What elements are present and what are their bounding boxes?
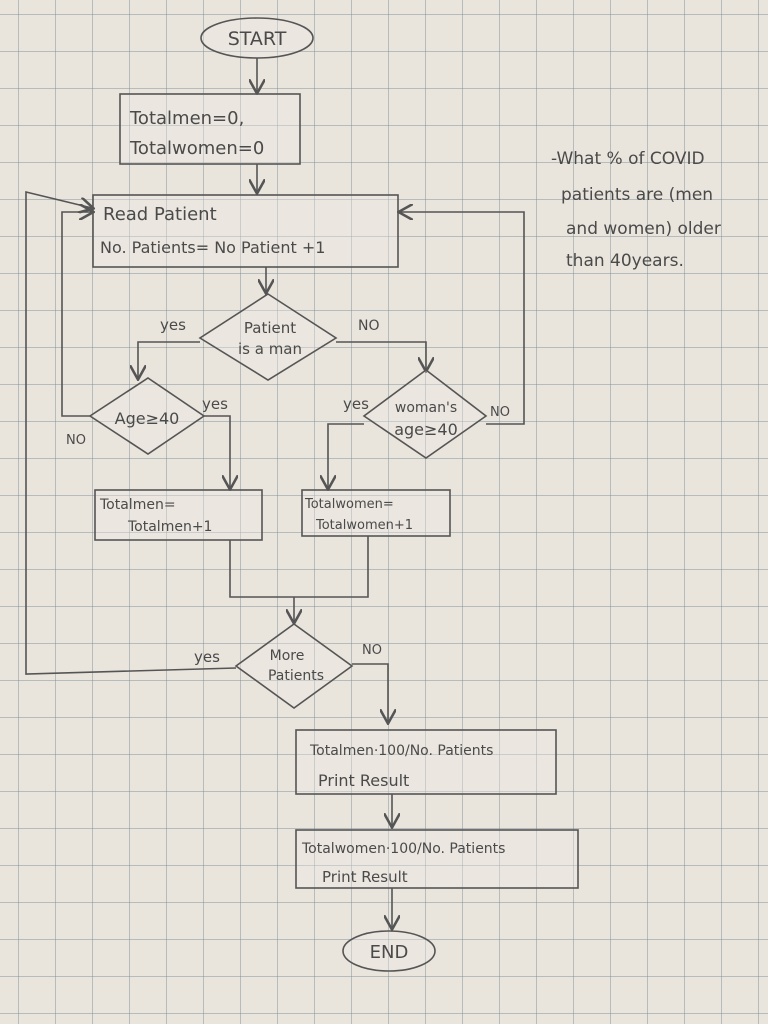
init-line2: Totalwomen=0 xyxy=(129,138,264,159)
connector-more-yes-loop xyxy=(25,190,237,675)
age-women-line2: age≥40 xyxy=(394,420,458,439)
label-yes-more: yes xyxy=(194,648,220,666)
more-line2: Patients xyxy=(268,668,324,684)
read-line2: No. Patients= No Patient +1 xyxy=(100,238,325,257)
init-process-box xyxy=(119,93,301,165)
label-no-age-men: NO xyxy=(66,433,86,448)
label-no-more: NO xyxy=(362,643,382,658)
label-no-age-women: NO xyxy=(490,405,510,420)
result-women-line2: Print Result xyxy=(322,868,408,886)
result-women-box xyxy=(295,829,579,889)
connector-age-women-yes xyxy=(328,423,364,488)
result-men-line1: Totalmen·100/No. Patients xyxy=(309,743,493,759)
decision-man-line2: is a man xyxy=(238,340,302,358)
inc-women-line1: Totalwomen= xyxy=(304,497,394,512)
inc-women-line2: Totalwomen+1 xyxy=(315,518,413,533)
result-men-box xyxy=(295,729,557,795)
note-line1: -What % of COVID xyxy=(551,149,705,169)
inc-women-box xyxy=(301,489,451,537)
decision-is-man xyxy=(198,293,338,381)
label-yes-age-men: yes xyxy=(202,395,228,413)
connector-man-no xyxy=(336,341,426,370)
note-line3: and women) older xyxy=(566,219,721,239)
read-line1: Read Patient xyxy=(103,204,217,225)
age-men-label: Age≥40 xyxy=(115,409,180,428)
note-line4: than 40years. xyxy=(566,251,684,271)
label-yes-age-women: yes xyxy=(343,395,369,413)
inc-men-box xyxy=(94,489,263,541)
decision-more-patients xyxy=(234,623,354,709)
inc-men-line1: Totalmen= xyxy=(99,497,176,513)
end-label: END xyxy=(370,942,409,963)
connector-men-merge xyxy=(229,540,294,598)
connector-age-women-no-loop xyxy=(400,212,525,425)
connector-women-merge xyxy=(294,536,369,598)
note-line2: patients are (men xyxy=(561,185,713,205)
decision-age-women xyxy=(362,368,488,459)
decision-man-line1: Patient xyxy=(244,319,296,337)
label-no-man: NO xyxy=(358,318,380,334)
result-men-line2: Print Result xyxy=(318,771,409,790)
end-terminal xyxy=(342,930,436,972)
connector-more-no xyxy=(352,663,388,722)
init-line1: Totalmen=0, xyxy=(129,108,244,129)
label-yes-man: yes xyxy=(160,316,186,334)
connector-age-men-yes xyxy=(204,415,230,488)
start-label: START xyxy=(228,28,287,50)
read-patient-box xyxy=(92,194,399,268)
connector-man-yes xyxy=(138,341,200,378)
inc-men-line2: Totalmen+1 xyxy=(127,519,212,535)
decision-age-men xyxy=(88,377,206,455)
result-women-line1: Totalwomen·100/No. Patients xyxy=(301,841,505,857)
more-line1: More xyxy=(270,648,305,664)
age-women-line1: woman's xyxy=(395,400,457,416)
connector-age-men-no-loop xyxy=(61,212,92,417)
